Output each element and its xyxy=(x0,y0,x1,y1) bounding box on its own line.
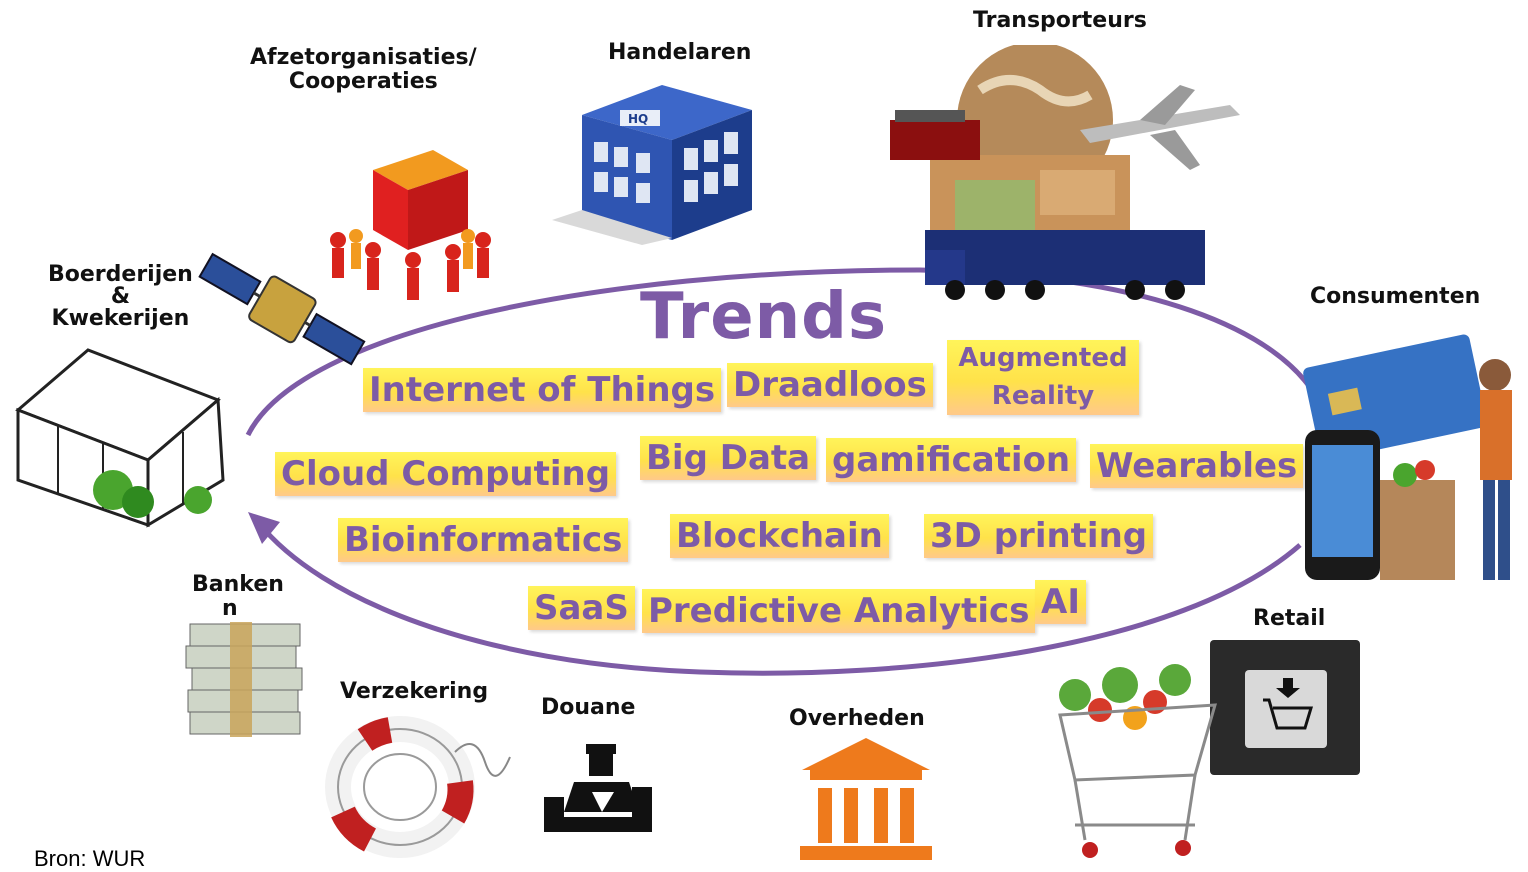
trends-title: Trends xyxy=(640,280,888,354)
label-boer-line2: & xyxy=(110,284,131,309)
tag-saas: SaaS xyxy=(528,586,635,631)
tag-internet-of-things: Internet of Things xyxy=(363,368,722,413)
money-stack-icon xyxy=(185,622,303,737)
ring-bottom-arc xyxy=(256,520,1302,676)
tag-bioinformatics: Bioinformatics xyxy=(338,518,629,563)
source-note: Bron: WUR xyxy=(34,846,146,871)
label-verzekering: Verzekering xyxy=(340,679,489,704)
label-afzetorganisaties: Afzetorganisaties/ Cooperaties xyxy=(250,45,477,95)
label-banken-line1: Banken xyxy=(192,572,284,597)
label-banken: Banken n xyxy=(192,572,284,622)
satellite-icon xyxy=(198,252,366,366)
transport-logistics-icon xyxy=(890,45,1240,300)
cooperation-people-icon xyxy=(330,150,491,300)
life-buoy-icon xyxy=(325,716,511,858)
label-transporteurs: Transporteurs xyxy=(973,8,1147,33)
retail-cart-icon xyxy=(1058,640,1360,858)
label-handelaren: Handelaren xyxy=(608,40,752,65)
tag-gamification: gamification xyxy=(826,438,1077,483)
greenhouse-icon xyxy=(15,348,225,528)
label-banken-line2: n xyxy=(222,596,238,622)
tag-ai: AI xyxy=(1035,580,1086,625)
label-overheden: Overheden xyxy=(789,706,925,731)
tag-draadloos: Draadloos xyxy=(727,363,933,408)
svg-text:HQ: HQ xyxy=(628,112,648,126)
government-building-icon xyxy=(800,738,932,860)
label-boer-line1: Boerderijen xyxy=(48,262,193,287)
label-retail: Retail xyxy=(1253,606,1326,631)
hq-building-icon: HQ xyxy=(552,85,752,245)
tag-cloud-computing: Cloud Computing xyxy=(275,452,617,497)
tag-predictive-analytics: Predictive Analytics xyxy=(642,589,1036,634)
tag-blockchain: Blockchain xyxy=(670,514,889,559)
customs-officer-icon xyxy=(544,744,652,832)
ring-arrowhead xyxy=(248,512,280,544)
label-boer-line3: Kwekerijen xyxy=(51,306,190,331)
tag-big-data: Big Data xyxy=(640,436,817,481)
label-douane: Douane xyxy=(541,695,636,720)
label-afzet-line1: Afzetorganisaties/ xyxy=(250,45,477,70)
tag-augmented-reality: Augmented Reality xyxy=(947,340,1139,416)
label-consumenten: Consumenten xyxy=(1310,284,1481,309)
consumer-shopping-icon xyxy=(1303,334,1512,580)
tag-3d-printing: 3D printing xyxy=(924,514,1154,559)
label-afzet-line2: Cooperaties xyxy=(288,69,438,95)
tag-wearables: Wearables xyxy=(1090,444,1304,489)
label-boerderijen: Boerderijen & Kwekerijen xyxy=(48,264,193,330)
